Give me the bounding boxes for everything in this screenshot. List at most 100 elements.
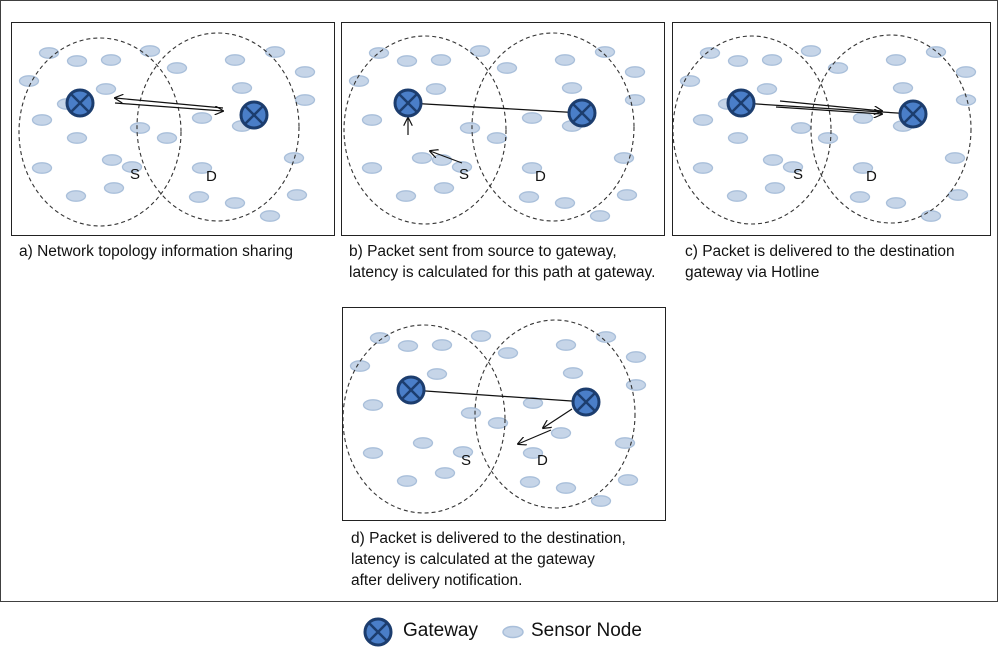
- sensor-node-icon: [224, 54, 246, 66]
- destination-gateway-icon: [898, 99, 928, 129]
- legend: Gateway Sensor Node: [0, 612, 1000, 652]
- sensor-node-icon: [550, 427, 572, 439]
- sensor-node-icon: [756, 83, 778, 95]
- sensor-node-icon: [555, 339, 577, 351]
- gateway-cross: [576, 392, 596, 412]
- sensor-node-icon: [554, 54, 576, 66]
- legend-gateway-icon-svg: [363, 617, 393, 647]
- gateway-cross: [70, 93, 90, 113]
- sensor-node-icon: [129, 122, 151, 134]
- sensor-node-icon: [31, 162, 53, 174]
- sensor-node-icon: [224, 197, 246, 209]
- sensor-node-icon: [156, 132, 178, 144]
- sensor-node-icon: [369, 332, 391, 344]
- sensor-node-icon: [761, 54, 783, 66]
- sensor-node-icon: [31, 114, 53, 126]
- sensor-node-icon: [554, 197, 576, 209]
- caption-c: c) Packet is delivered to the destinatio…: [685, 241, 955, 283]
- sensor-node-icon: [66, 55, 88, 67]
- sensor-node-icon: [614, 437, 636, 449]
- packet-arrow: [518, 429, 552, 444]
- sensor-node-icon: [286, 189, 308, 201]
- sensor-node-icon: [259, 210, 281, 222]
- gateway-link-line: [407, 102, 583, 114]
- sensor-node-icon: [624, 94, 646, 106]
- sensor-node-icon: [852, 162, 874, 174]
- sensor-node-icon: [561, 82, 583, 94]
- source-label: S: [461, 452, 471, 469]
- packet-arrow: [430, 151, 463, 164]
- source-cluster-boundary: [673, 35, 832, 225]
- sensor-node-icon: [294, 66, 316, 78]
- sensor-node-icon: [790, 122, 812, 134]
- source-gateway-icon: [393, 88, 423, 118]
- sensor-node-icon: [362, 399, 384, 411]
- sensor-node-icon: [817, 132, 839, 144]
- destination-cluster-boundary: [810, 34, 972, 224]
- sensor-node-icon: [625, 351, 647, 363]
- sensor-node-icon: [65, 190, 87, 202]
- sensor-node-icon: [434, 467, 456, 479]
- sensor-node-icon: [726, 190, 748, 202]
- sensor-node-icon: [594, 46, 616, 58]
- sensor-node-icon: [764, 182, 786, 194]
- destination-cluster-boundary: [136, 32, 300, 222]
- packet-arrow: [779, 100, 882, 111]
- sensor-node-icon: [590, 495, 612, 507]
- gateway-cross: [731, 93, 751, 113]
- sensor-node-icon: [955, 66, 977, 78]
- sensor-node-icon: [166, 62, 188, 74]
- sensor-node-icon: [616, 189, 638, 201]
- gateway-icon: [363, 617, 393, 647]
- source-label: S: [130, 166, 140, 183]
- sensor-node-icon: [38, 47, 60, 59]
- sensor-node-icon: [397, 340, 419, 352]
- source-gateway-icon: [396, 375, 426, 405]
- sensor-node-icon: [502, 625, 524, 639]
- sensor-node-icon: [518, 191, 540, 203]
- caption-b: b) Packet sent from source to gateway, l…: [349, 241, 655, 283]
- gateway-link-line: [740, 102, 914, 115]
- sensor-node-icon: [487, 417, 509, 429]
- sensor-node-icon: [396, 55, 418, 67]
- sensor-node-icon: [433, 182, 455, 194]
- sensor-node-icon: [294, 94, 316, 106]
- sensor-node-icon: [412, 437, 434, 449]
- sensor-node-icon: [451, 161, 473, 173]
- sensor-node-icon: [944, 152, 966, 164]
- sensor-node-icon: [66, 132, 88, 144]
- sensor-node-icon: [95, 83, 117, 95]
- sensor-node-icon: [470, 330, 492, 342]
- source-cluster-boundary: [343, 35, 507, 225]
- sensor-node-icon: [885, 54, 907, 66]
- sensor-node-icon: [496, 62, 518, 74]
- sensor-node-icon: [425, 83, 447, 95]
- sensor-node-icon: [231, 82, 253, 94]
- legend-gateway-label: Gateway: [403, 620, 478, 641]
- legend-sensor-icon-svg: [502, 625, 524, 639]
- sensor-node-icon: [188, 191, 210, 203]
- source-gateway-icon: [65, 88, 95, 118]
- sensor-node-icon: [191, 162, 213, 174]
- sensor-node-icon: [925, 46, 947, 58]
- sensor-node-icon: [411, 152, 433, 164]
- sensor-node-icon: [782, 161, 804, 173]
- sensor-node-icon: [100, 54, 122, 66]
- sensor-node-icon: [699, 47, 721, 59]
- source-cluster-boundary: [343, 324, 506, 514]
- sensor-node-icon: [617, 474, 639, 486]
- sensor-node-icon: [396, 475, 418, 487]
- sensor-node-icon: [892, 82, 914, 94]
- sensor-node-icon: [121, 161, 143, 173]
- sensor-node-icon: [920, 210, 942, 222]
- sensor-node-icon: [349, 360, 371, 372]
- sensor-node-icon: [486, 132, 508, 144]
- sensor-node-icon: [727, 132, 749, 144]
- caption-c-line: c) Packet is delivered to the destinatio…: [685, 243, 955, 260]
- destination-label: D: [537, 452, 548, 469]
- destination-label: D: [535, 168, 546, 185]
- sensor-node-icon: [101, 154, 123, 166]
